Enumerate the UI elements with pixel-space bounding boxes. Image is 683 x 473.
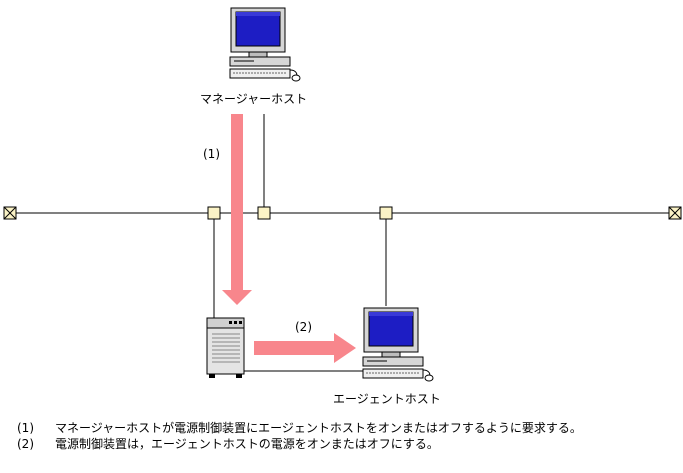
- manager-host-icon: [229, 7, 301, 82]
- connector-node: [257, 206, 271, 220]
- arrow-2-label: (2): [295, 320, 312, 334]
- connector-node: [207, 206, 221, 220]
- request-arrow-1: [222, 114, 252, 305]
- agent-host-icon: [362, 307, 434, 382]
- note-2-number: (2): [17, 437, 34, 451]
- connector-node: [379, 206, 393, 220]
- right-terminator-icon: [668, 206, 682, 220]
- note-2: (2) 電源制御装置は，エージェントホストの電源をオンまたはオフにする。: [17, 437, 439, 451]
- arrow-1-label: (1): [203, 147, 220, 161]
- left-terminator-icon: [3, 206, 17, 220]
- note-1-number: (1): [17, 421, 34, 435]
- manager-host-label: マネージャーホスト: [200, 92, 308, 106]
- power-controller-icon: [206, 317, 245, 378]
- power-arrow-2: [254, 333, 356, 363]
- note-1-text: マネージャーホストが電源制御装置にエージェントホストをオンまたはオフするように要…: [55, 421, 582, 435]
- agent-host-label: エージェントホスト: [333, 392, 441, 406]
- note-1: (1) マネージャーホストが電源制御装置にエージェントホストをオンまたはオフするよ…: [17, 421, 582, 435]
- note-2-text: 電源制御装置は，エージェントホストの電源をオンまたはオフにする。: [55, 437, 439, 451]
